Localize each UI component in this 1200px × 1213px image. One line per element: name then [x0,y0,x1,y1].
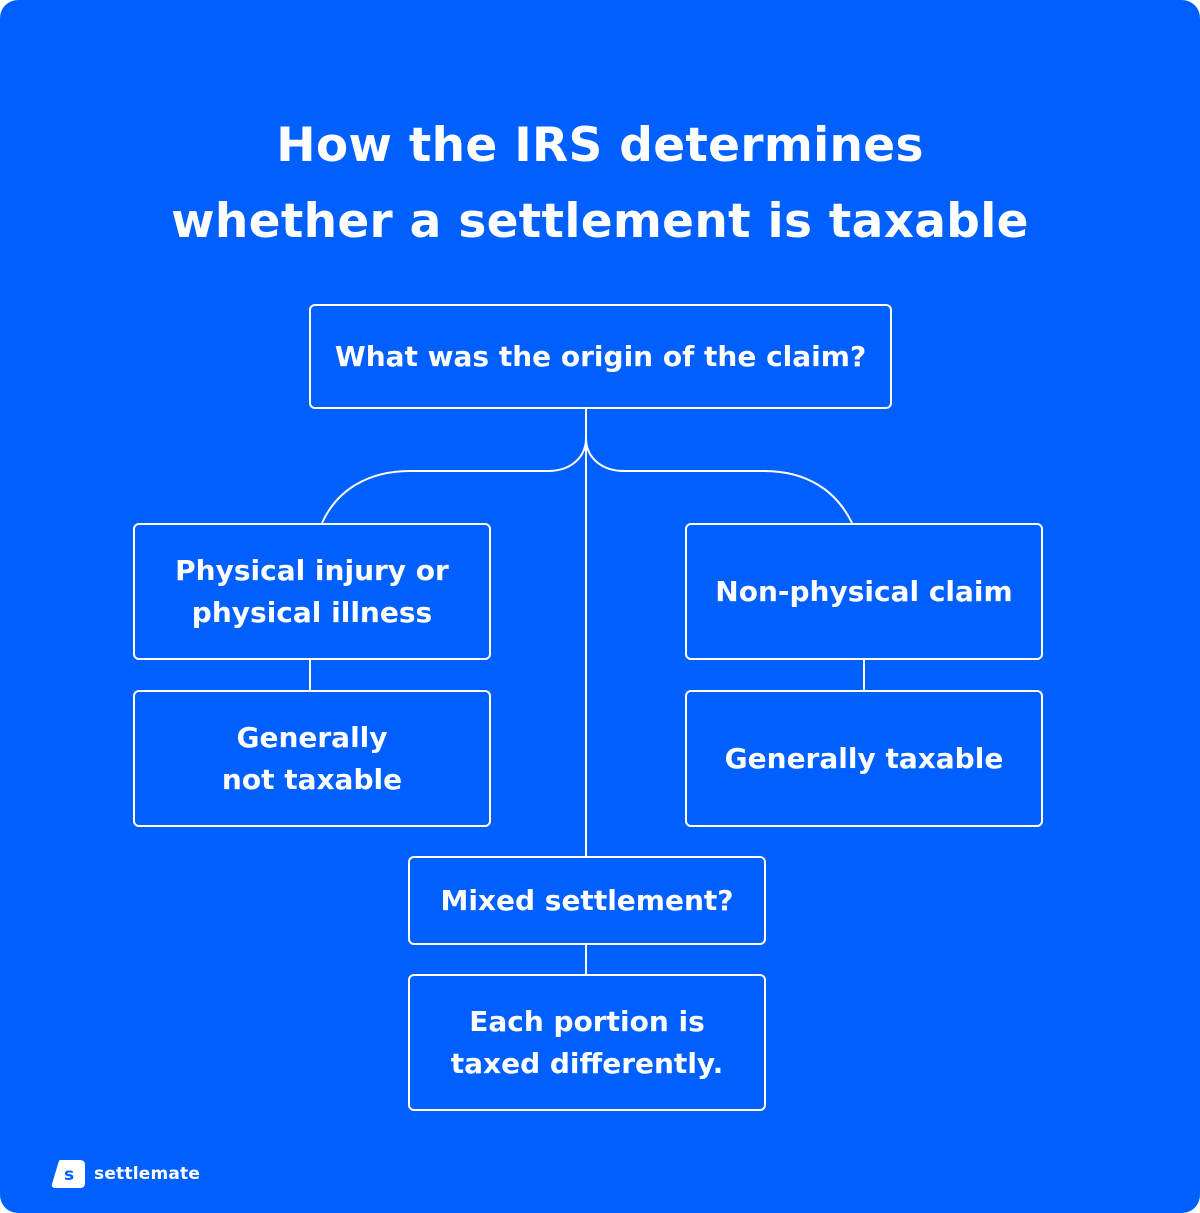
node-each-portion-taxed: Each portion is taxed differently. [408,974,766,1111]
node-physical-injury-label: Physical injury or physical illness [175,553,449,629]
brand-footer: s settlemate [50,1158,200,1190]
title-line-2: whether a settlement is taxable [171,194,1029,249]
connector-origin-to-nonphysical [585,437,853,524]
node-mixed-settlement: Mixed settlement? [408,856,766,945]
node-generally-taxable: Generally taxable [685,690,1043,827]
node-claim-origin-label: What was the origin of the claim? [334,339,867,373]
node-mixed-settlement-label: Mixed settlement? [440,883,734,917]
node-claim-origin-question: What was the origin of the claim? [309,304,892,409]
logo-letter: s [64,1165,74,1185]
node-generally-not-taxable-label: Generally not taxable [221,720,403,796]
title-line-1: How the IRS determines [276,118,924,173]
node-physical-injury: Physical injury or physical illness [133,523,491,660]
connector-origin-to-physical [321,409,587,524]
node-non-physical-claim: Non-physical claim [685,523,1043,660]
node-non-physical-claim-label: Non-physical claim [715,574,1013,608]
node-generally-taxable-label: Generally taxable [724,741,1004,775]
brand-name: settlemate [94,1164,201,1184]
node-generally-not-taxable: Generally not taxable [133,690,491,827]
diagram-title: How the IRS determines whether a settlem… [0,108,1200,260]
settlemate-logo-icon: s [51,1160,85,1188]
node-each-portion-taxed-label: Each portion is taxed differently. [450,1004,724,1080]
